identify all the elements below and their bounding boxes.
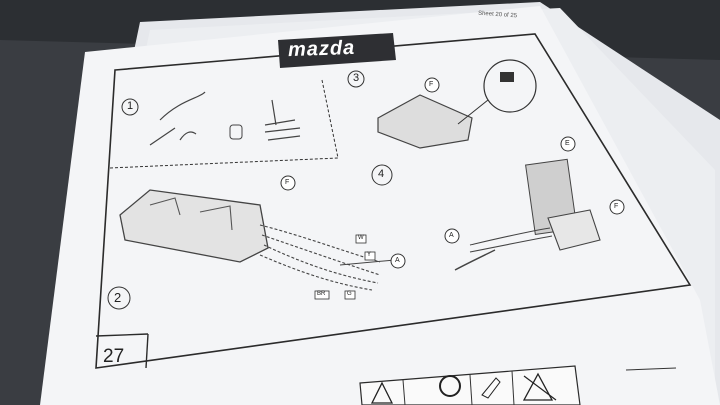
connector-large-sketch xyxy=(119,189,269,263)
wire-cutter-sketch xyxy=(149,91,206,146)
tool-icon xyxy=(481,377,501,399)
wire-code-g: G xyxy=(347,291,352,297)
step-4-label: 4 xyxy=(378,168,385,180)
footer-rule xyxy=(625,367,677,371)
label-f-3: F xyxy=(614,203,619,210)
warning-triangle-icon xyxy=(370,381,394,404)
detail-magnifier xyxy=(483,59,537,113)
wire-code-g-box xyxy=(344,290,356,300)
step-1-label: 1 xyxy=(127,100,134,112)
label-e-circle xyxy=(560,136,576,152)
wire-code-w: W xyxy=(358,235,364,241)
wire-harness xyxy=(259,224,381,291)
no-flash-icon xyxy=(522,372,554,401)
page-number: 27 xyxy=(103,346,125,367)
step-3-circle xyxy=(347,70,365,88)
logo-plate xyxy=(278,33,396,68)
wire-code-br-box xyxy=(314,290,330,300)
label-a-circle-2 xyxy=(444,228,460,244)
wire-code-w-box xyxy=(355,234,367,244)
step-1-circle xyxy=(121,98,139,116)
icon-strip xyxy=(359,365,581,405)
step-3-label: 3 xyxy=(353,72,360,84)
label-e: E xyxy=(565,140,570,147)
wire-code-br: BR xyxy=(317,291,326,297)
label-f-1: F xyxy=(429,81,434,88)
step-2-label: 2 xyxy=(114,290,122,305)
connector-mounted-sketch xyxy=(547,209,601,251)
label-f-circle-1 xyxy=(424,77,440,93)
label-f-circle-2 xyxy=(280,175,296,191)
label-a-1: A xyxy=(395,257,400,264)
steering-wheel-icon xyxy=(439,375,461,397)
wire-code-y: Y xyxy=(367,252,372,258)
brand-logo: mazda xyxy=(287,36,356,62)
step-2-circle xyxy=(107,286,131,310)
label-f-2: F xyxy=(285,179,290,186)
label-a-circle-1 xyxy=(390,253,406,269)
wire-code-y-box xyxy=(364,251,376,261)
label-f-circle-3 xyxy=(609,199,625,215)
label-a-2: A xyxy=(449,232,454,239)
diagram-frame xyxy=(95,33,692,369)
connector-small-sketch xyxy=(377,94,473,149)
step-4-circle xyxy=(371,164,393,186)
